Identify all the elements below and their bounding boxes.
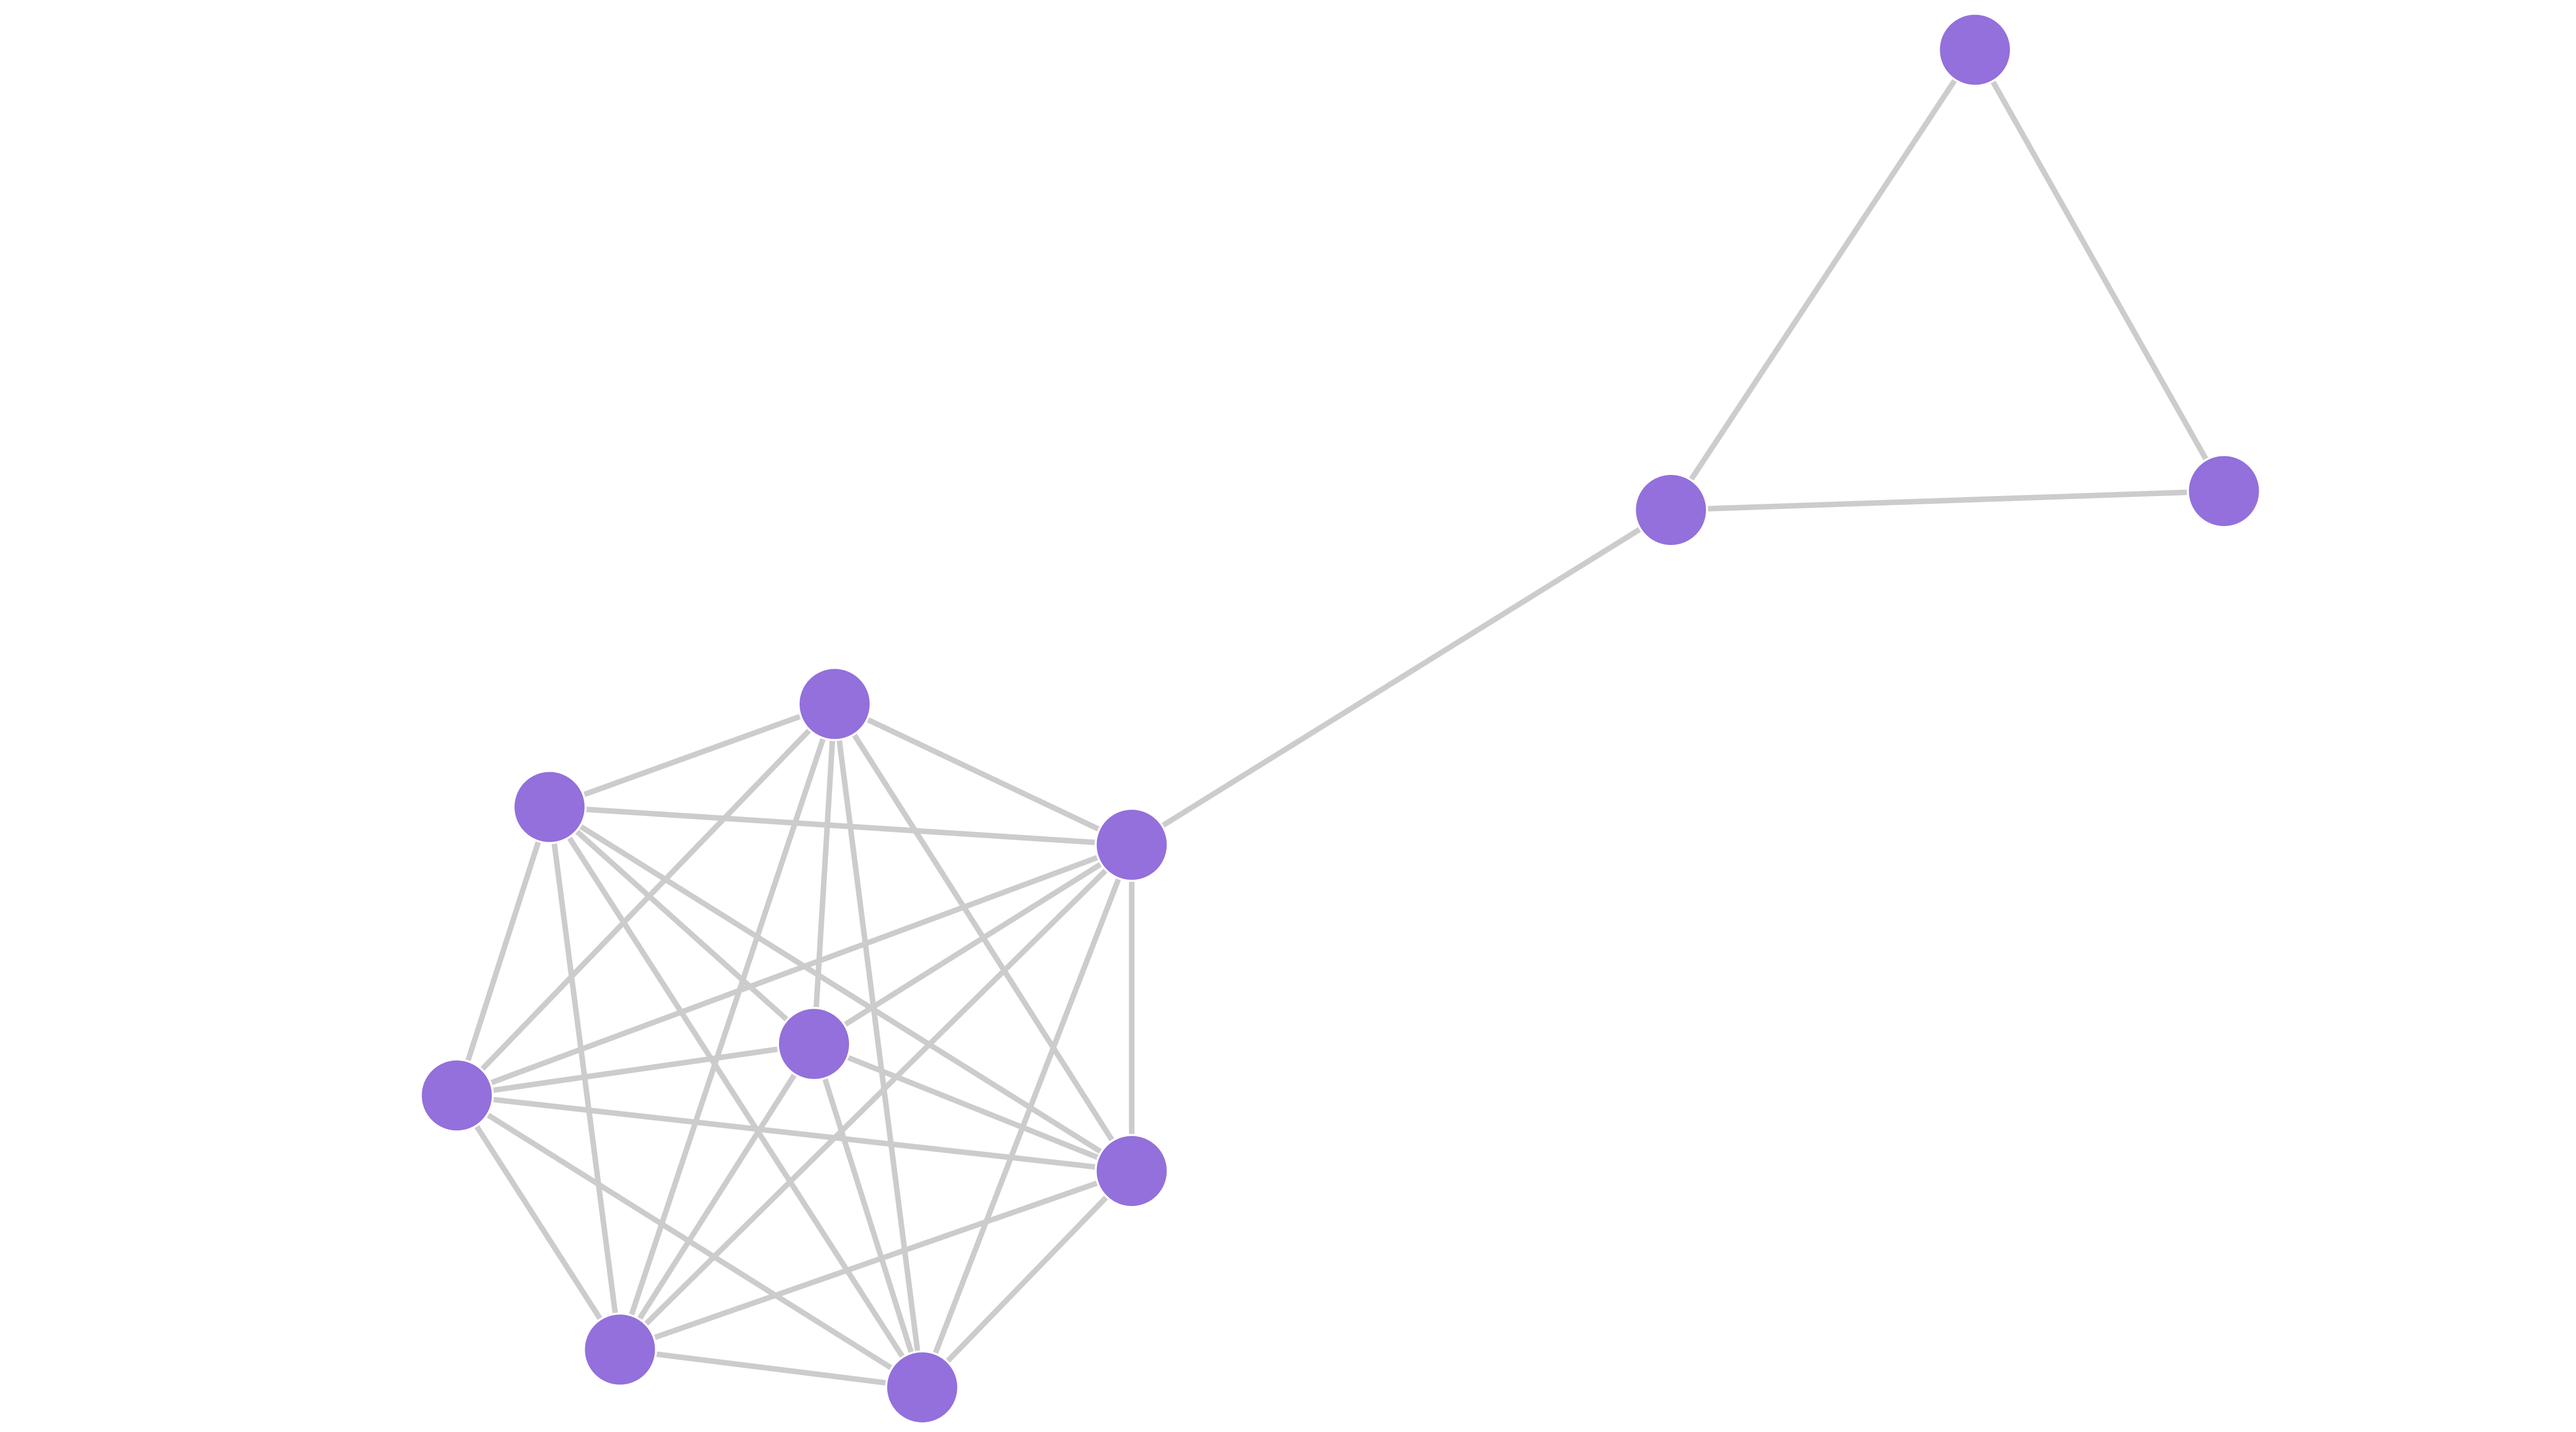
edge-n8-n10 <box>1668 488 2227 513</box>
edge-n0-n4 <box>454 701 838 1099</box>
edge-n2-n4 <box>454 842 1135 1099</box>
edge-n1-n3 <box>547 804 817 1047</box>
edge-n8-n9 <box>1668 47 1978 513</box>
edge-n0-n3 <box>811 701 838 1047</box>
edge-n0-n7 <box>832 701 925 1390</box>
node-n3[interactable] <box>777 1007 851 1081</box>
edge-n1-n4 <box>454 804 552 1099</box>
edge-n2-n3 <box>811 842 1135 1047</box>
edge-n2-n8 <box>1129 507 1674 848</box>
node-n0[interactable] <box>798 667 872 741</box>
edge-n2-n6 <box>617 842 1135 1353</box>
edge-n1-n7 <box>547 804 925 1390</box>
node-n2[interactable] <box>1094 808 1169 882</box>
edge-n9-n10 <box>1972 47 2227 494</box>
edge-n1-n2 <box>547 804 1135 848</box>
node-n1[interactable] <box>512 770 587 844</box>
node-n5[interactable] <box>1094 1134 1169 1208</box>
node-n8[interactable] <box>1634 473 1708 547</box>
edge-n2-n7 <box>919 842 1135 1390</box>
edge-n4-n6 <box>454 1093 623 1353</box>
edge-n0-n1 <box>547 701 838 810</box>
nodes-layer <box>419 12 2261 1425</box>
edge-n0-n6 <box>617 701 838 1353</box>
edge-n5-n7 <box>919 1168 1135 1390</box>
edge-n0-n2 <box>832 701 1135 848</box>
edge-n3-n7 <box>811 1041 925 1390</box>
edge-n4-n5 <box>454 1093 1135 1174</box>
edge-n3-n4 <box>454 1041 817 1099</box>
node-n6[interactable] <box>583 1312 657 1387</box>
node-n4[interactable] <box>419 1058 494 1133</box>
node-n9[interactable] <box>1938 12 2012 87</box>
edges-layer <box>454 47 2227 1390</box>
node-n10[interactable] <box>2187 454 2261 529</box>
edge-n1-n5 <box>547 804 1135 1174</box>
edge-n5-n6 <box>617 1168 1135 1353</box>
edge-n6-n7 <box>617 1346 925 1390</box>
node-n7[interactable] <box>885 1350 959 1425</box>
edge-n3-n5 <box>811 1041 1135 1174</box>
edge-n4-n7 <box>454 1093 925 1390</box>
edge-n3-n6 <box>617 1041 817 1353</box>
